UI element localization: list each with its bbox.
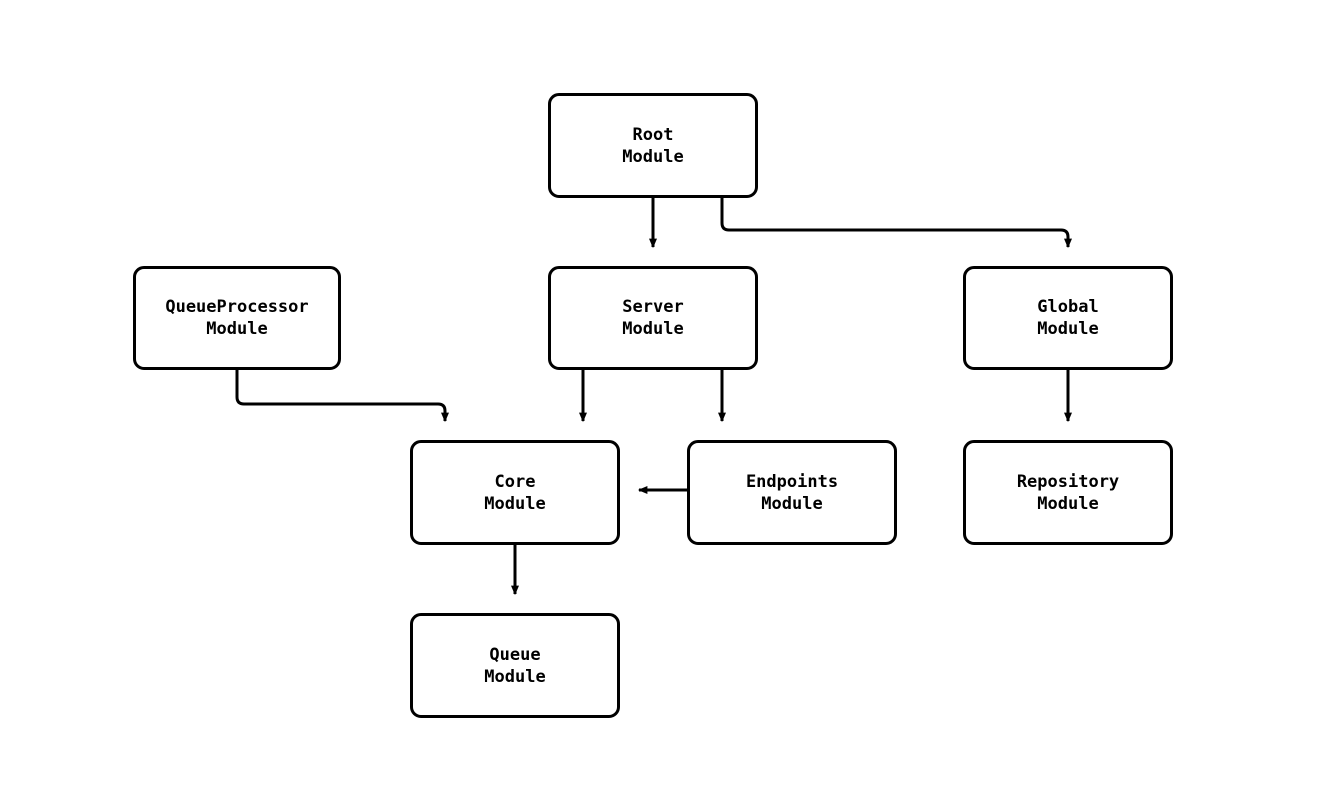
node-repository-module-label: Repository Module: [1016, 471, 1120, 514]
node-endpoints-module[interactable]: Endpoints Module: [687, 440, 897, 545]
edge-root-to-global: [720, 198, 1072, 249]
node-global-module[interactable]: Global Module: [963, 266, 1173, 370]
node-repository-module[interactable]: Repository Module: [963, 440, 1173, 545]
node-server-module-label: Server Module: [622, 297, 684, 339]
node-queue-module[interactable]: Queue Module: [410, 613, 620, 718]
edge-queueprocessor-to-core: [235, 370, 449, 423]
node-root-module[interactable]: Root Module: [548, 93, 758, 198]
node-root-module-label: Root Module: [622, 124, 684, 167]
node-queueprocessor-module[interactable]: QueueProcessor Module: [133, 266, 341, 370]
node-core-module[interactable]: Core Module: [410, 440, 620, 545]
node-server-module[interactable]: Server Module: [548, 266, 758, 370]
node-endpoints-module-label: Endpoints Module: [745, 471, 839, 514]
node-core-module-label: Core Module: [484, 471, 546, 514]
node-queue-module-label: Queue Module: [484, 644, 546, 687]
node-global-module-label: Global Module: [1037, 297, 1099, 339]
node-queueprocessor-module-label: QueueProcessor Module: [165, 297, 309, 339]
